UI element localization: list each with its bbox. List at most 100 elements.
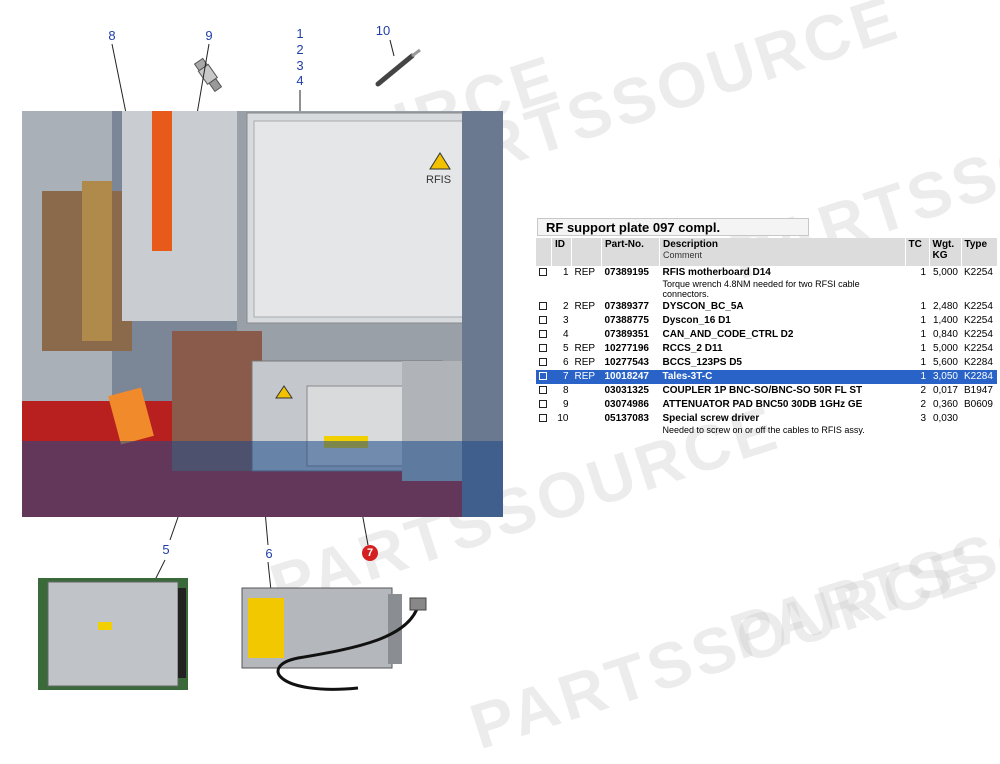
rf-support-plate-photo: RFIS [22, 111, 503, 517]
row-description: BCCS_123PS D5 [662, 357, 742, 368]
row-part-no: 07389195 [604, 267, 650, 278]
row-tc: 3 [920, 413, 926, 424]
row-rep: REP [574, 267, 596, 278]
row-checkbox[interactable] [536, 314, 552, 328]
row-wgt: 3,050 [929, 370, 961, 384]
row-comment: Torque wrench 4.8NM needed for two RFSI … [662, 279, 860, 299]
row-description: RCCS_2 D11 [662, 343, 723, 354]
row-wgt: 0,017 [932, 385, 958, 396]
header-tc: TC [904, 238, 929, 266]
header-id: ID [551, 238, 572, 266]
row-checkbox[interactable] [536, 398, 552, 412]
callout-5: 5 [162, 542, 170, 557]
row-type: K2284 [961, 370, 997, 384]
header-rep [571, 238, 602, 266]
row-rep: REP [574, 301, 596, 312]
row-checkbox[interactable] [536, 412, 552, 436]
callout-1: 1 [296, 26, 304, 41]
callout-10: 10 [375, 23, 391, 38]
row-checkbox[interactable] [536, 300, 552, 314]
row-type: B0609 [964, 399, 993, 410]
row-wgt: 2,480 [932, 301, 958, 312]
row-wgt: 0,030 [932, 413, 958, 424]
row-type [961, 412, 997, 436]
row-checkbox[interactable] [535, 370, 552, 384]
callout-6: 6 [265, 546, 273, 561]
row-wgt: 5,000 [932, 267, 958, 278]
rfis-label: RFIS [426, 174, 451, 186]
header-wgt: Wgt.KG [928, 238, 961, 266]
header-type: Type [960, 238, 997, 266]
row-part-no: 03074986 [604, 399, 650, 410]
screwdriver-icon [375, 48, 421, 87]
row-wgt: 5,600 [932, 357, 958, 368]
row-description: DYSCON_BC_5A [662, 301, 744, 312]
row-id: 4 [562, 329, 569, 340]
row-description: CAN_AND_CODE_CTRL D2 [662, 329, 794, 340]
row-rep [572, 398, 602, 412]
row-id: 8 [562, 385, 569, 396]
row-description: ATTENUATOR PAD BNC50 30DB 1GHz GE [662, 399, 863, 410]
table-row[interactable]: 9 03074986 ATTENUATOR PAD BNC50 30DB 1GHz … [536, 398, 998, 412]
row-part-no: 10277543 [604, 357, 650, 368]
row-wgt: 1,400 [932, 315, 958, 326]
callout-9: 9 [205, 28, 213, 43]
row-checkbox[interactable] [536, 342, 552, 356]
row-comment: Needed to screw on or off the cables to … [662, 425, 865, 435]
row-type: K2254 [964, 267, 993, 278]
row-wgt: 0,840 [932, 329, 958, 340]
header-check [535, 238, 552, 266]
callout-3: 3 [296, 58, 304, 73]
row-rep: REP [571, 370, 602, 384]
row-checkbox[interactable] [536, 328, 552, 342]
row-description: Tales-3T-C [659, 370, 905, 384]
row-tc: 2 [920, 399, 926, 410]
row-wgt: 0,360 [932, 399, 958, 410]
row-part-no: 03031325 [604, 385, 650, 396]
row-checkbox[interactable] [536, 266, 552, 300]
callout-8: 8 [108, 28, 116, 43]
row-checkbox[interactable] [536, 384, 552, 398]
row-rep [572, 384, 602, 398]
row-tc: 1 [905, 370, 929, 384]
row-rep [572, 412, 602, 436]
row-part-no: 07388775 [604, 315, 650, 326]
row-tc: 1 [920, 357, 926, 368]
parts-list-title: RF support plate 097 compl. [537, 218, 809, 236]
row-type: K2254 [964, 343, 993, 354]
watermark: PARTSSOURCE [461, 530, 989, 764]
row-id: 10 [557, 413, 569, 424]
row-tc: 2 [920, 385, 926, 396]
row-type: B1947 [964, 385, 993, 396]
row-rep: REP [574, 357, 596, 368]
row-rep: REP [574, 343, 596, 354]
row-description: Dyscon_16 D1 [662, 315, 731, 326]
row-type: K2284 [964, 357, 993, 368]
callout-7-badge: 7 [362, 545, 378, 561]
header-part-no: Part-No. [601, 238, 660, 266]
row-id: 9 [562, 399, 569, 410]
row-rep [572, 314, 602, 328]
row-part-no: 07389351 [604, 329, 650, 340]
row-rep [572, 328, 602, 342]
row-id: 1 [562, 267, 569, 278]
row-checkbox[interactable] [536, 356, 552, 370]
row-id: 2 [562, 301, 569, 312]
row-tc: 1 [920, 301, 926, 312]
attenuator-pad-icon [194, 57, 223, 93]
row-tc: 1 [920, 343, 926, 354]
row-tc: 1 [920, 267, 926, 278]
